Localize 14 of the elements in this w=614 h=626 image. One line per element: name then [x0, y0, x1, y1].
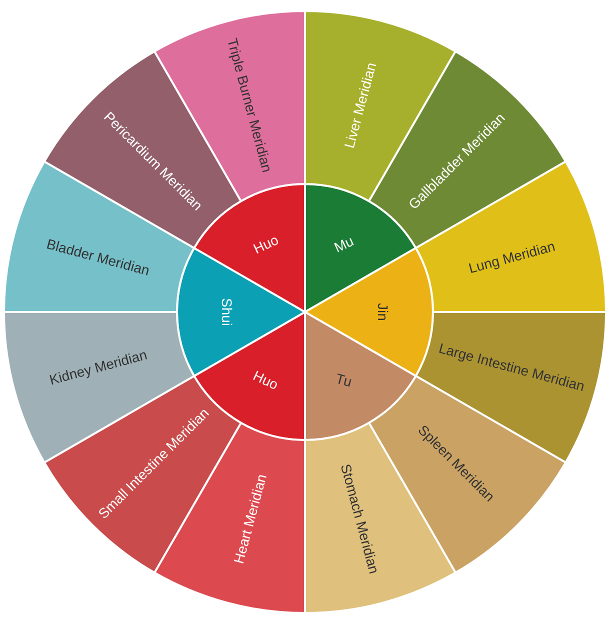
- sector-label: Heart Meridian: [230, 472, 268, 565]
- sector-label: Jin: [376, 303, 390, 321]
- sector-label: Liver Meridian: [342, 61, 379, 150]
- sector-label: Huo: [251, 368, 281, 392]
- sector-label: Mu: [332, 234, 356, 255]
- sector-label: Triple Burner Meridian: [225, 36, 274, 174]
- sector-label: Tu: [334, 370, 354, 388]
- sector-label: Lung Meridian: [467, 238, 556, 275]
- sector-label: Shui: [220, 298, 234, 326]
- sector-label: Bladder Meridian: [45, 236, 152, 278]
- sector-label: Huo: [251, 232, 281, 256]
- sector-label: Kidney Meridian: [48, 348, 149, 388]
- sector-label: Stomach Meridian: [339, 462, 382, 575]
- sector-label: Large Intestine Meridian: [437, 341, 586, 394]
